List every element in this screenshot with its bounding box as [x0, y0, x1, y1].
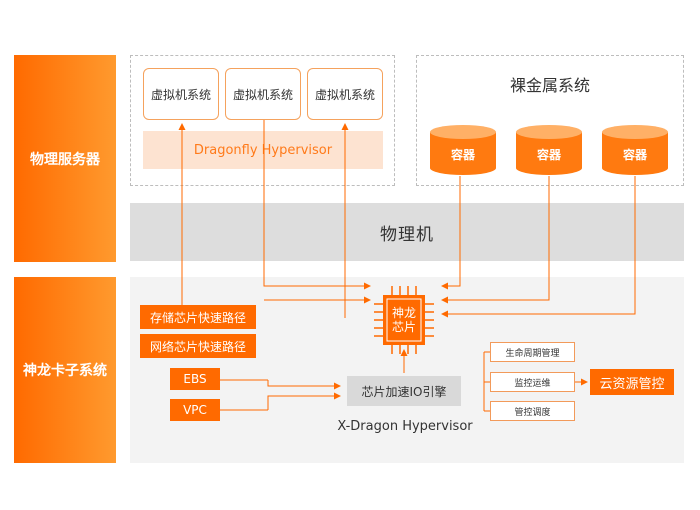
bare-metal-group [416, 55, 684, 186]
control-scheduling-label: 管控调度 [514, 407, 551, 418]
vm-system-2: 虚拟机系统 [225, 68, 301, 120]
chip-io-engine-label: 芯片加速IO引擎 [361, 384, 447, 399]
physical-machine-label: 物理机 [380, 224, 434, 245]
vpc-box: VPC [170, 399, 220, 421]
physical-server-label: 物理服务器 [14, 55, 116, 262]
container-2-label: 容器 [536, 147, 561, 162]
vm-system-1-label: 虚拟机系统 [150, 87, 211, 102]
vpc-label: VPC [183, 403, 207, 417]
container-1: 容器 [430, 142, 496, 166]
lifecycle-management-label: 生命周期管理 [505, 348, 560, 359]
vm-system-3-label: 虚拟机系统 [314, 87, 375, 102]
connector-lines [178, 120, 636, 412]
control-scheduling: 管控调度 [490, 401, 575, 421]
monitoring-ops-label: 监控运维 [514, 378, 551, 389]
network-fast-path: 网络芯片快速路径 [140, 334, 256, 358]
bare-metal-title: 裸金属系统 [416, 72, 684, 96]
shenlong-chip-label: 神龙 芯片 [391, 306, 416, 334]
lifecycle-management: 生命周期管理 [490, 342, 575, 362]
bare-metal-title-text: 裸金属系统 [509, 76, 590, 95]
shenlong-card-label: 神龙卡子系统 [14, 277, 116, 463]
dragonfly-hypervisor: Dragonfly Hypervisor [143, 131, 383, 169]
monitoring-ops: 监控运维 [490, 372, 575, 392]
container-cylinder-3 [602, 125, 668, 175]
physical-server-text: 物理服务器 [30, 151, 100, 168]
chip-io-engine: 芯片加速IO引擎 [347, 376, 461, 406]
storage-fast-path: 存储芯片快速路径 [140, 305, 256, 329]
container-3: 容器 [602, 142, 668, 166]
container-cylinder-2 [516, 125, 582, 175]
xdragon-hypervisor: X-Dragon Hypervisor [320, 416, 490, 436]
cloud-resource-control-label: 云资源管控 [599, 376, 665, 392]
xdragon-hypervisor-label: X-Dragon Hypervisor [337, 418, 473, 434]
container-cylinder-1 [430, 125, 496, 175]
container-2: 容器 [516, 142, 582, 166]
dragonfly-hypervisor-label: Dragonfly Hypervisor [193, 142, 333, 158]
container-3-label: 容器 [622, 147, 647, 162]
cloud-resource-control: 云资源管控 [590, 369, 674, 395]
physical-machine-band: 物理机 [130, 203, 684, 261]
vm-system-2-label: 虚拟机系统 [232, 87, 293, 102]
shenlong-card-text: 神龙卡子系统 [23, 363, 107, 379]
vm-system-group [130, 55, 395, 186]
vm-system-3: 虚拟机系统 [307, 68, 383, 120]
shenlong-chip-icon [374, 286, 434, 354]
ebs-box: EBS [170, 368, 220, 390]
ebs-label: EBS [183, 372, 207, 386]
storage-fast-path-label: 存储芯片快速路径 [149, 310, 246, 325]
network-fast-path-label: 网络芯片快速路径 [149, 339, 246, 354]
container-1-label: 容器 [450, 147, 475, 162]
vm-system-1: 虚拟机系统 [143, 68, 219, 120]
